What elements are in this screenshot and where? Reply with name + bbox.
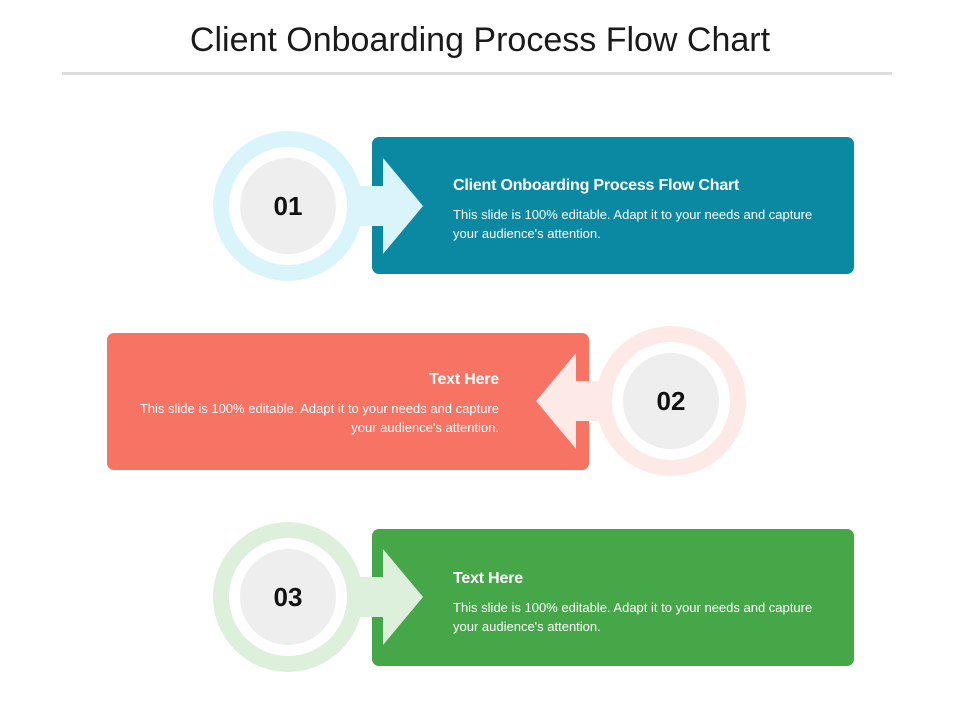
step-3-number: 03	[273, 582, 303, 612]
step-1-number: 01	[273, 191, 303, 221]
step-2-number-disc	[623, 353, 719, 449]
step-1-body: This slide is 100% editable. Adapt it to…	[453, 207, 813, 241]
step-2-box	[107, 333, 589, 470]
step-1-number-disc	[240, 158, 336, 254]
step-2-body: This slide is 100% editable. Adapt it to…	[139, 401, 499, 435]
step-2-heading: Text Here	[429, 371, 499, 388]
step-3	[213, 522, 854, 672]
step-3-heading: Text Here	[453, 570, 523, 587]
step-3-text: Text Here This slide is 100% editable. A…	[453, 569, 813, 636]
step-1-text: Client Onboarding Process Flow Chart Thi…	[453, 176, 813, 243]
step-1-heading: Client Onboarding Process Flow Chart	[453, 177, 740, 194]
step-1	[213, 131, 854, 281]
step-2-arrow	[536, 353, 620, 449]
step-3-arrow	[340, 549, 423, 645]
step-3-box	[372, 529, 854, 666]
title-divider	[62, 72, 892, 75]
step-1-box	[372, 137, 854, 274]
slide-title: Client Onboarding Process Flow Chart	[189, 21, 771, 59]
step-2	[107, 326, 746, 476]
step-2-number: 02	[656, 386, 686, 416]
step-3-number-disc	[240, 549, 336, 645]
step-2-text: Text Here This slide is 100% editable. A…	[139, 370, 499, 437]
step-3-body: This slide is 100% editable. Adapt it to…	[453, 600, 813, 634]
step-1-arrow	[340, 158, 423, 254]
